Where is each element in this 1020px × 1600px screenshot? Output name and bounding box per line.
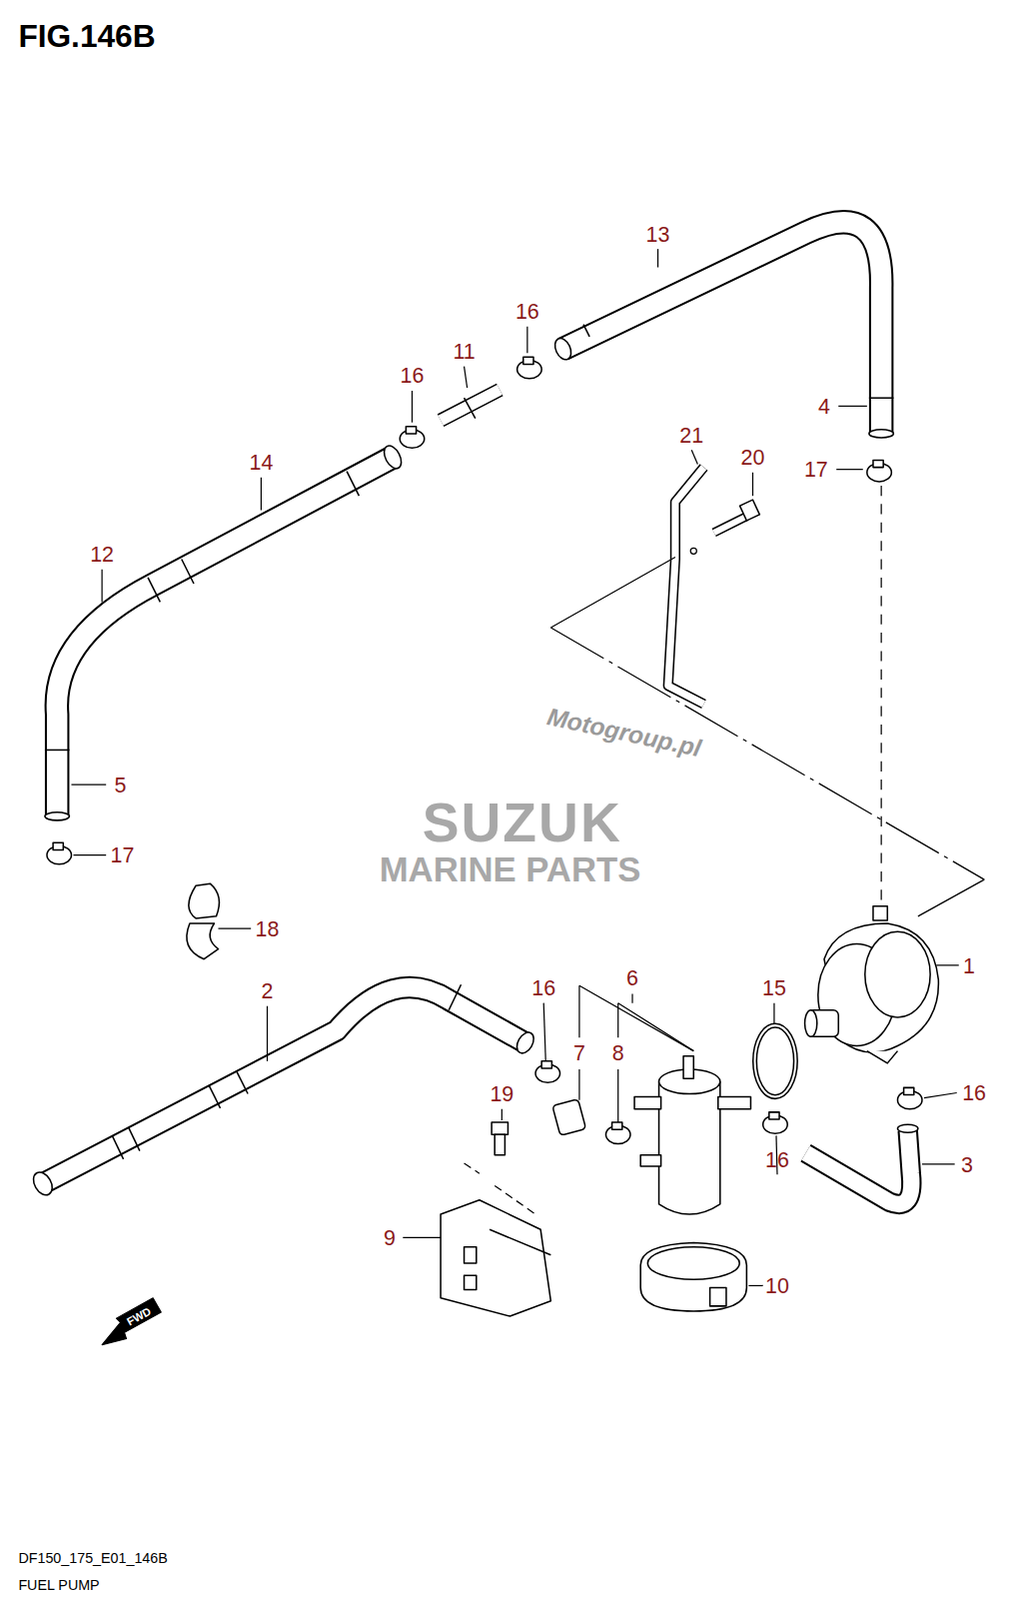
callout-number: 12 <box>89 543 114 565</box>
callout-number: 10 <box>765 1274 790 1296</box>
callout-number: 9 <box>383 1226 396 1248</box>
callout-number: 6 <box>626 966 639 988</box>
callout-number: 7 <box>573 1041 586 1063</box>
callout-number: 16 <box>515 300 540 322</box>
watermark: MARINE PARTS <box>379 849 642 890</box>
watermark: Motogroup.pl <box>544 702 704 764</box>
callout-number: 21 <box>679 423 704 445</box>
callout-number: 20 <box>741 446 766 468</box>
callout-number: 18 <box>255 917 280 939</box>
callout-number: 14 <box>248 451 273 473</box>
watermark: SUZUK <box>422 790 623 854</box>
callout-number: 11 <box>452 340 475 362</box>
figure-title: FIG.146B <box>17 17 155 55</box>
callout-number: 17 <box>110 844 135 866</box>
callout-number: 8 <box>612 1041 625 1063</box>
callout-number: 16 <box>962 1081 987 1103</box>
callout-number: 3 <box>961 1152 974 1174</box>
figure-caption: FUEL PUMP <box>17 1575 99 1592</box>
callout-number: 13 <box>646 223 671 245</box>
callout-number: 16 <box>531 977 556 999</box>
callout-number: 16 <box>765 1147 790 1169</box>
callout-number: 17 <box>804 458 829 480</box>
callout-number: 15 <box>762 977 787 999</box>
callout-number: 5 <box>114 773 127 795</box>
callout-number: 19 <box>489 1082 514 1104</box>
callout-number: 16 <box>400 364 425 386</box>
drawing-code: DF150_175_E01_146B <box>17 1549 167 1566</box>
callout-number: 2 <box>261 980 274 1002</box>
callout-number: 4 <box>818 395 831 417</box>
callout-number: 1 <box>963 954 976 976</box>
